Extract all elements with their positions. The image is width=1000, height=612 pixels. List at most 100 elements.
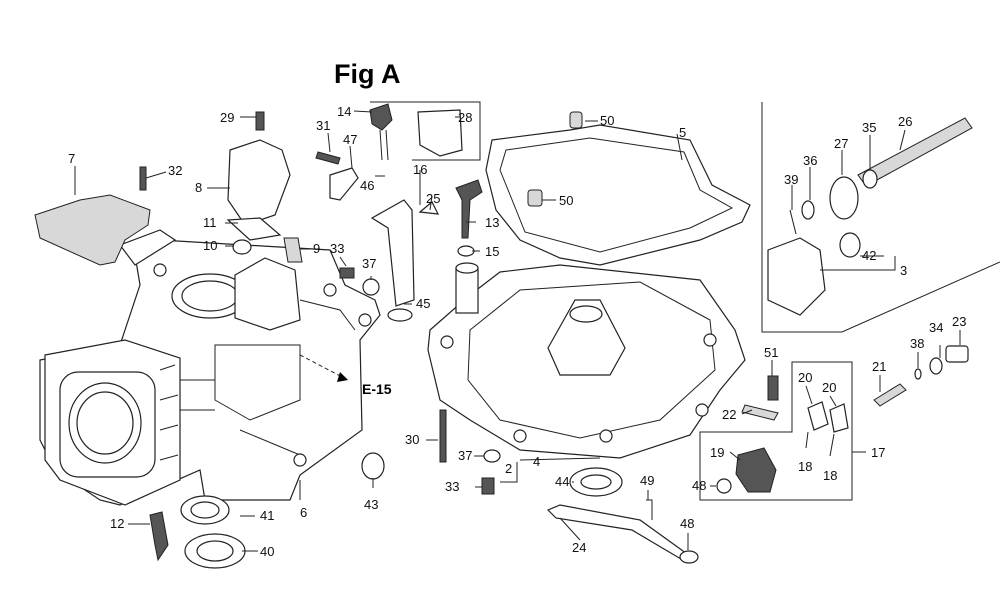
callout-33-lower: 33 (445, 479, 459, 494)
callout-30: 30 (405, 432, 419, 447)
part-15-washer (457, 245, 475, 257)
leader-lines (74, 110, 961, 552)
part-50-dowel-a (569, 111, 583, 129)
callout-49: 49 (640, 473, 654, 488)
callout-19: 19 (710, 445, 724, 460)
callout-18-right: 18 (823, 468, 837, 483)
callout-12: 12 (110, 516, 124, 531)
callout-24: 24 (572, 540, 586, 555)
callout-40: 40 (260, 544, 274, 559)
reference-arrow (299, 354, 349, 382)
part-33b-plug (481, 477, 495, 495)
callout-21: 21 (872, 359, 886, 374)
part-20-weight-b (829, 403, 849, 433)
part-45-oring (387, 308, 413, 322)
reference-label: E-15 (362, 381, 392, 397)
part-47-bracket (329, 167, 359, 201)
part-14-oil-cap (369, 103, 393, 131)
callout-31: 31 (316, 118, 330, 133)
callout-25: 25 (426, 191, 440, 206)
callout-41: 41 (260, 508, 274, 523)
callout-18-left: 18 (798, 459, 812, 474)
callout-51: 51 (764, 345, 778, 360)
callout-2: 2 (505, 461, 512, 476)
part-9-plate (283, 237, 303, 263)
part-49-pin (646, 499, 653, 520)
part-30-bolt (439, 409, 447, 463)
part-29-bolt (255, 111, 265, 131)
part-37-washer (362, 278, 380, 296)
part-20-weight-a (807, 401, 829, 431)
part-22-holder (741, 404, 779, 421)
callout-42: 42 (862, 248, 876, 263)
callout-13: 13 (485, 215, 499, 230)
callout-22: 22 (722, 407, 736, 422)
part-37b-washer (483, 449, 501, 463)
part-5-gasket (485, 124, 751, 266)
part-8-breather-cover (227, 139, 291, 226)
callout-46: 46 (360, 178, 374, 193)
callout-33-upper: 33 (330, 241, 344, 256)
part-13-drain-plug (455, 179, 483, 239)
part-28-bracket (417, 109, 463, 157)
part-7-shield (34, 194, 151, 266)
callout-34: 34 (929, 320, 943, 335)
callout-43: 43 (364, 497, 378, 512)
callout-39: 39 (784, 172, 798, 187)
callout-16: 16 (413, 162, 427, 177)
callout-29: 29 (220, 110, 234, 125)
callout-17: 17 (871, 445, 885, 460)
crankcase-block (39, 229, 381, 506)
callout-45: 45 (416, 296, 430, 311)
part-50-dowel-b (527, 189, 543, 207)
callout-11: 11 (203, 215, 217, 230)
callout-37-upper: 37 (362, 256, 376, 271)
part-35-washer (862, 169, 878, 189)
part-32-bolt (139, 166, 147, 191)
part-42-gear (839, 232, 861, 258)
callout-50-lower: 50 (559, 193, 573, 208)
part-21-shaft (873, 383, 907, 407)
callout-10: 10 (203, 238, 217, 253)
callout-23: 23 (952, 314, 966, 329)
callout-38: 38 (910, 336, 924, 351)
callout-7: 7 (68, 151, 75, 166)
part-23-pin (945, 345, 969, 363)
callout-3: 3 (900, 263, 907, 278)
callout-35: 35 (862, 120, 876, 135)
part-24-governor-arm (546, 504, 691, 563)
part-19-gear (735, 447, 777, 493)
callout-labels: 29 31 14 28 47 50 5 35 26 7 32 8 16 46 2… (68, 104, 966, 559)
callout-20-right: 20 (822, 380, 836, 395)
callout-50-upper: 50 (600, 113, 614, 128)
part-4-crankcase-cover (427, 262, 746, 459)
callout-27: 27 (834, 136, 848, 151)
part-3-housing (767, 237, 826, 316)
part-31-bolt (315, 151, 341, 165)
governor-subassembly-frame (699, 361, 853, 501)
callout-14: 14 (337, 104, 351, 119)
callout-26: 26 (898, 114, 912, 129)
callout-36: 36 (803, 153, 817, 168)
callout-9: 9 (313, 241, 320, 256)
part-48-washer-b (679, 550, 699, 564)
callout-28: 28 (458, 110, 472, 125)
figure-title: Fig A (334, 59, 401, 89)
callout-15: 15 (485, 244, 499, 259)
callout-44: 44 (555, 474, 569, 489)
part-36-washer (801, 200, 815, 220)
part-12-sensor (149, 511, 169, 562)
dipstick-bracket-frame (370, 101, 481, 161)
part-51-bolt (767, 375, 779, 401)
gear-subassembly-frame (761, 102, 1000, 333)
callout-20-left: 20 (798, 370, 812, 385)
part-33-plug (339, 267, 355, 279)
part-25-clip (418, 201, 440, 215)
part-11-gasket (226, 217, 282, 241)
part-16-fill-tube (370, 199, 415, 307)
callout-47: 47 (343, 132, 357, 147)
part-39-clip (789, 209, 797, 235)
callout-4: 4 (533, 454, 540, 469)
callout-6: 6 (300, 505, 307, 520)
